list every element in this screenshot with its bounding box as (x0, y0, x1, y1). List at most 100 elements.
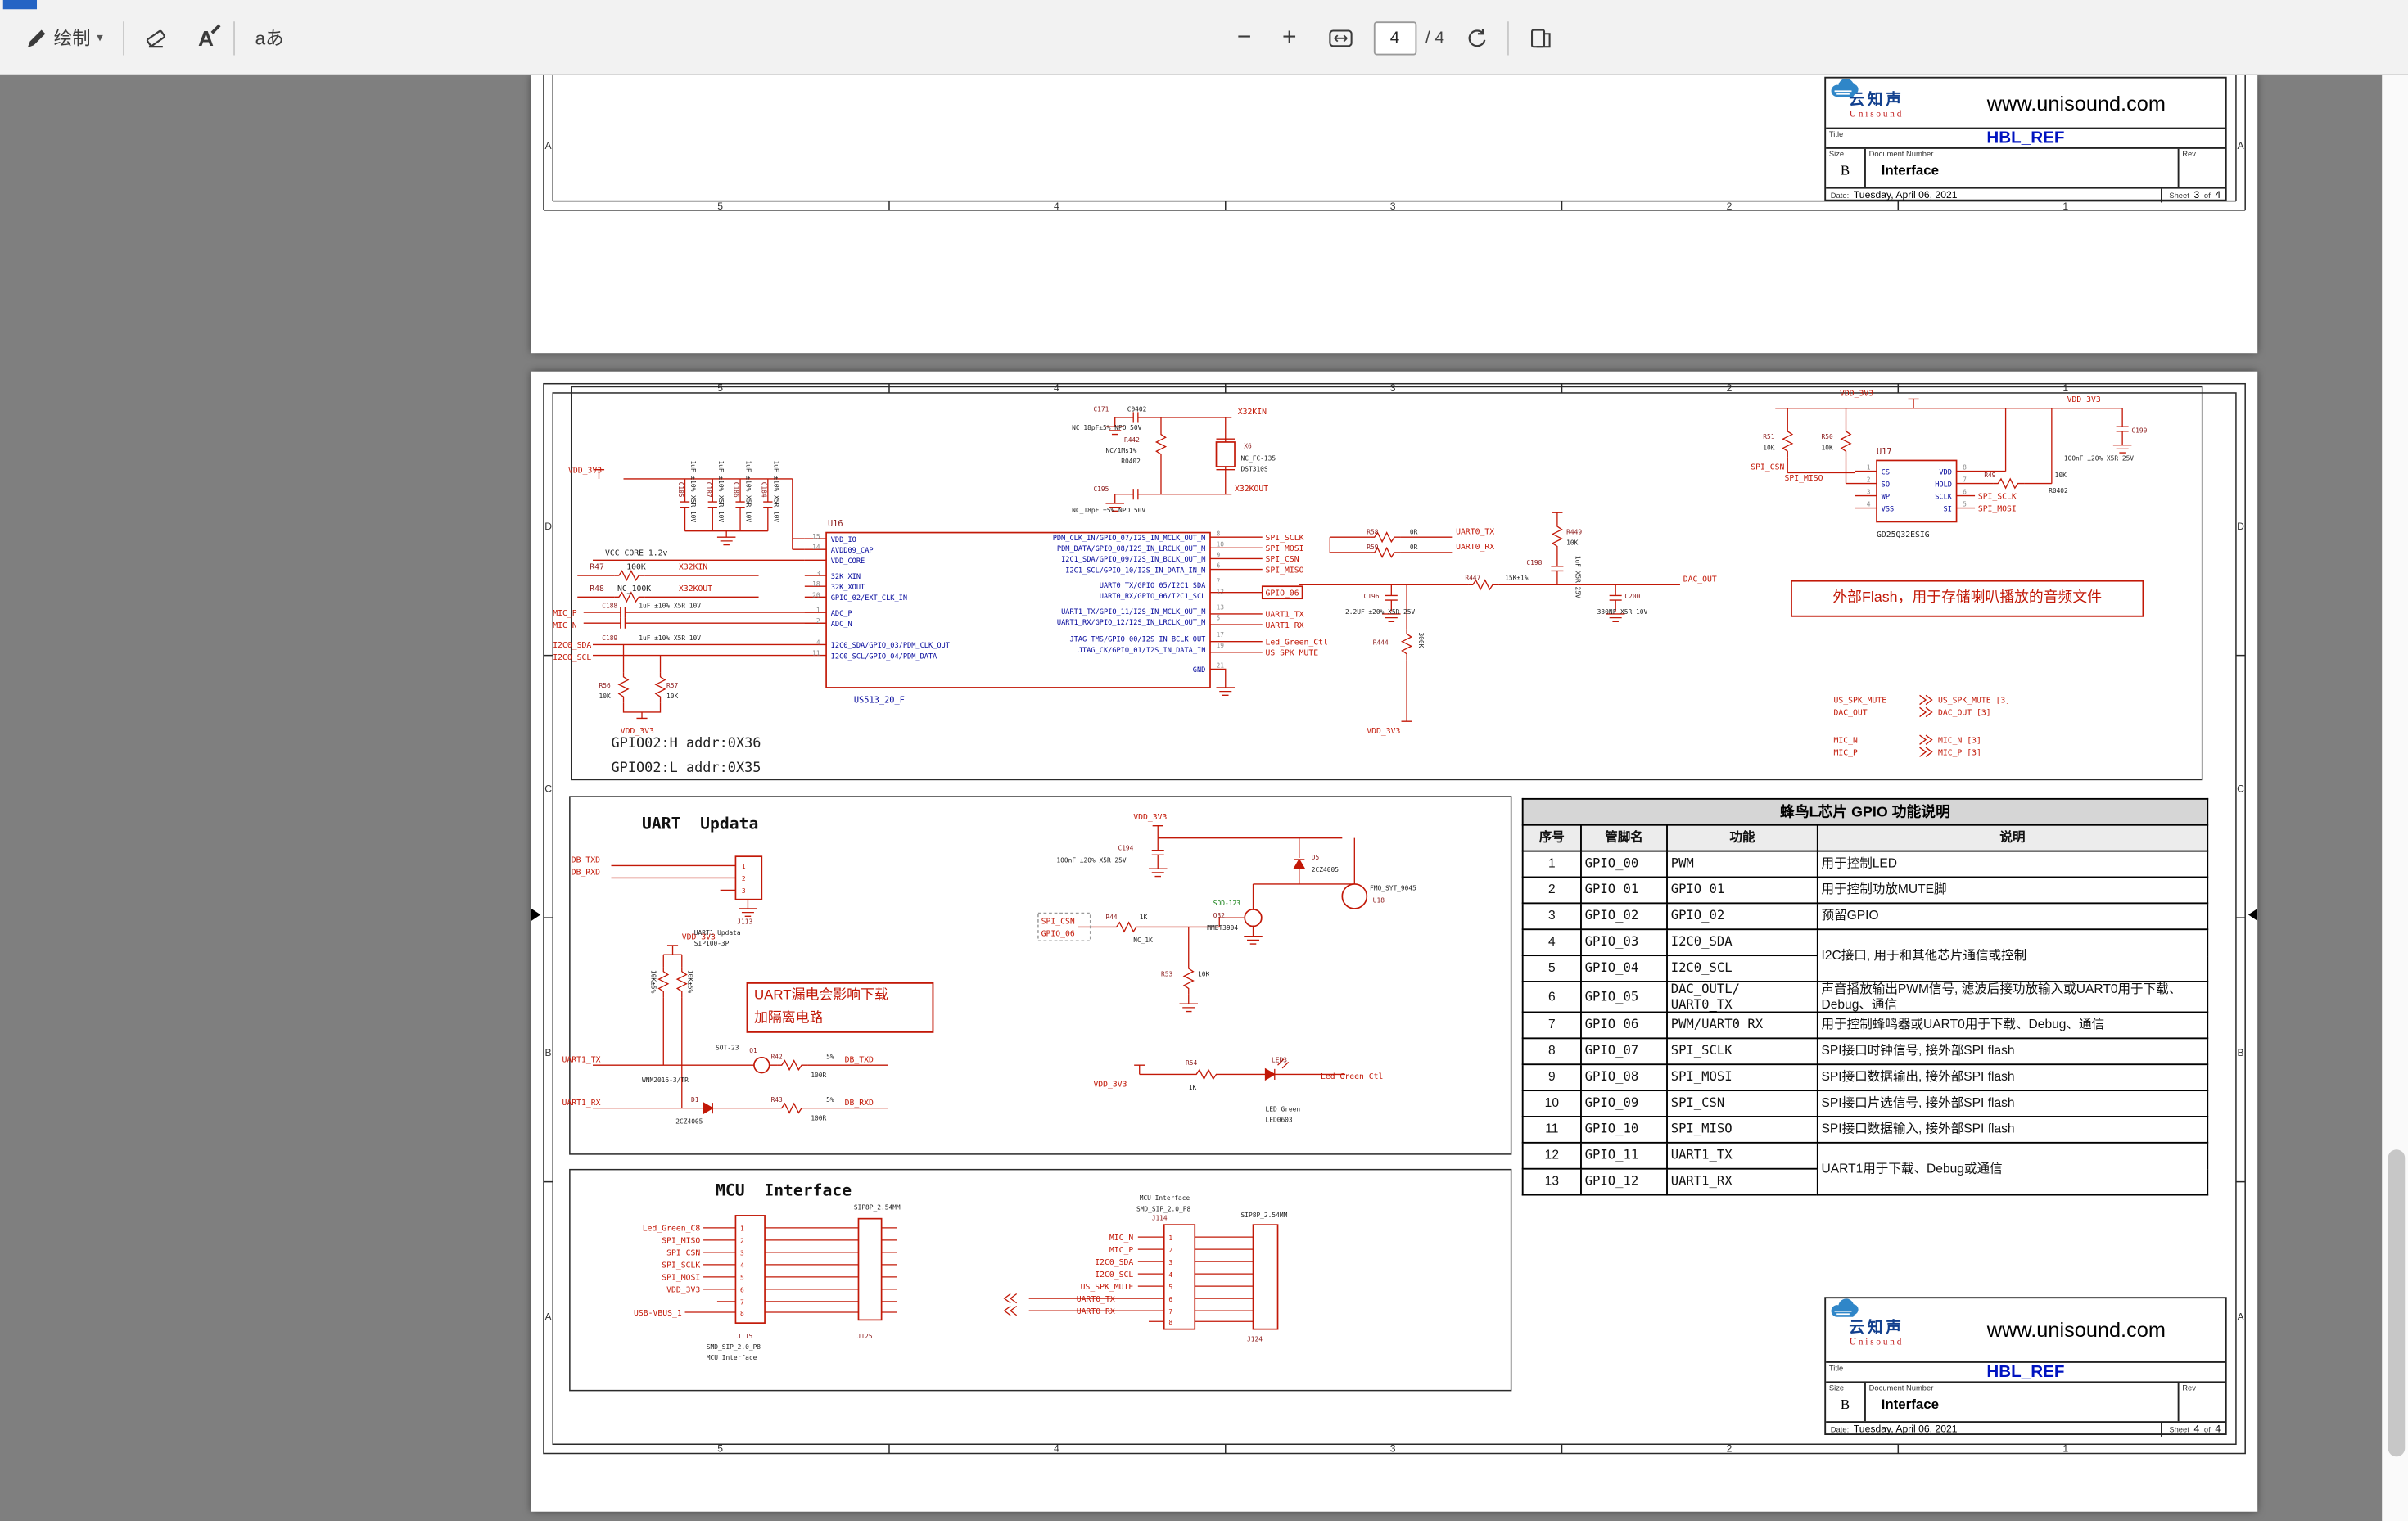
value-label: 1K (1189, 1084, 1197, 1091)
uart-annotation-line1: UART漏电会影响下载 (753, 986, 888, 1003)
scrollbar-thumb[interactable] (2388, 1149, 2406, 1457)
draw-tool-button[interactable]: 绘制 ▾ (16, 13, 114, 62)
cell-desc: UART1用于下载、Debug或通信 (1816, 1142, 2209, 1196)
toolbar-separator (123, 20, 124, 55)
pin-number: 1 (1867, 464, 1871, 472)
cell-pin: GPIO_08 (1580, 1063, 1668, 1092)
pin-label: ADC_N (831, 621, 852, 629)
text-highlight-button[interactable]: A (187, 13, 224, 62)
company-name-en: Unisound (1849, 110, 1904, 120)
pin-label: AVDD09_CAP (831, 547, 874, 555)
ref-designator: C200 (1624, 593, 1640, 600)
read-aloud-button[interactable]: aあ (245, 13, 295, 62)
value-label: NC_100K (617, 584, 651, 594)
zoom-out-button[interactable]: − (1227, 13, 1263, 62)
pin-number: 10 (1217, 540, 1225, 548)
cell-no: 1 (1521, 850, 1582, 878)
pin-number: 13 (1217, 603, 1225, 611)
col-header: 管脚名 (1580, 824, 1668, 852)
sheet-label: Sheet (2169, 1424, 2189, 1435)
chevron-down-icon: ▾ (97, 30, 103, 45)
pin-number: 12 (1217, 589, 1225, 596)
u16-chip-body (825, 531, 1211, 688)
cell-desc: 声音播放输出PWM信号, 滤波后接功放输入或UART0用于下载、Debug、通信 (1816, 981, 2209, 1013)
pdf-page-3: 5 4 3 2 1 A A 云知声 Unisound www.unisound.… (531, 74, 2258, 354)
cell-no: 6 (1521, 981, 1582, 1013)
cell-func: PWM/UART0_RX (1666, 1011, 1818, 1040)
ref-designator: LED3 (1272, 1056, 1287, 1063)
value-label: 100R (811, 1115, 826, 1122)
value-label: 1uF X5R 25V (1574, 556, 1581, 598)
net-label: MIC_N (553, 621, 576, 630)
ref-designator: C190 (2131, 427, 2147, 435)
value-label: 5% (826, 1054, 834, 1061)
net-label: UART0_RX (1456, 543, 1494, 552)
page-view-button[interactable] (1518, 13, 1562, 62)
pdf-content-area[interactable]: 5 4 3 2 1 A A 云知声 Unisound www.unisound.… (0, 74, 2383, 1521)
fit-width-button[interactable] (1317, 13, 1364, 62)
value-label: 10K (1822, 444, 1833, 451)
pdf-toolbar: 绘制 ▾ A aあ − + / 4 (0, 0, 2408, 75)
pin-label: GPIO_02/EXT_CLK_IN (831, 594, 907, 603)
page-number-input[interactable] (1373, 20, 1416, 55)
date-value: Tuesday, April 06, 2021 (1853, 1424, 1958, 1436)
pin-label: SO (1882, 481, 1890, 489)
value-label: NC_1K (1133, 937, 1153, 944)
date-label: Date: (1830, 191, 1850, 201)
net-label: DAC_OUT [3] (1938, 709, 1991, 718)
rev-label: Rev (2182, 150, 2196, 160)
net-label: X32KIN (1238, 408, 1267, 417)
net-label: SPI_CSN (1266, 555, 1299, 564)
value-label: 1uF ±10% X5R 10V (639, 634, 701, 642)
net-label: SPI_MISO (662, 1237, 700, 1246)
eraser-button[interactable] (133, 13, 178, 62)
cell-desc: 用于控制功放MUTE脚 (1816, 876, 2209, 905)
ref-designator: R442 (1124, 436, 1140, 444)
net-label: I2C0_SDA (1095, 1258, 1133, 1267)
cell-desc: 用于控制蜂鸣器或UART0用于下载、Debug、通信 (1816, 1011, 2209, 1040)
net-label: GPIO_06 (1041, 930, 1075, 939)
pin-number: 14 (812, 544, 820, 551)
net-label: UART1_RX (562, 1099, 600, 1108)
value-label: R0402 (1121, 458, 1141, 465)
uart-section-box (569, 796, 1512, 1155)
pin-number: 5 (1963, 501, 1967, 508)
net-label: US_SPK_MUTE (1081, 1283, 1134, 1292)
sheet-number: 4 (2193, 1424, 2200, 1436)
zone-label: 1 (2062, 382, 2068, 394)
value-label: 10K (1566, 539, 1578, 547)
zoom-in-button[interactable]: + (1272, 13, 1308, 62)
pen-icon (27, 29, 46, 47)
main-schematic-box (570, 386, 2203, 781)
vertical-scrollbar[interactable] (2382, 74, 2408, 1521)
zone-label: A (545, 140, 553, 151)
ref-designator: R449 (1566, 528, 1582, 535)
cell-no: 10 (1521, 1090, 1582, 1118)
pin-number: 15 (812, 533, 820, 540)
net-label: SPI_CSN (1041, 918, 1075, 927)
value-label: 1uF ±10% X5R 10V (772, 460, 779, 522)
ref-designator: C184 (760, 482, 767, 498)
ref-designator: U18 (1373, 896, 1385, 904)
page-view-icon (1530, 28, 1551, 47)
company-website: www.unisound.com (1986, 91, 2166, 115)
net-label: DB_RXD (845, 1099, 874, 1108)
value-label: 1uF ±10% X5R 10V (639, 602, 701, 609)
cell-func: SPI_MISO (1666, 1116, 1818, 1144)
pin-label: WP (1882, 493, 1890, 501)
net-label: UART0_TX (1456, 527, 1494, 536)
uart-section-title: UART Updata (642, 815, 759, 834)
rotate-button[interactable] (1453, 13, 1498, 62)
net-label: VDD_3V3 (666, 1286, 700, 1295)
page-count-label: / 4 (1425, 28, 1444, 47)
net-label: X32KOUT (1235, 485, 1268, 494)
cell-pin: GPIO_03 (1580, 928, 1668, 957)
net-label: MIC_N [3] (1938, 736, 1981, 745)
ref-designator: R50 (1822, 433, 1833, 440)
net-label: SPI_CSN (1751, 463, 1784, 472)
